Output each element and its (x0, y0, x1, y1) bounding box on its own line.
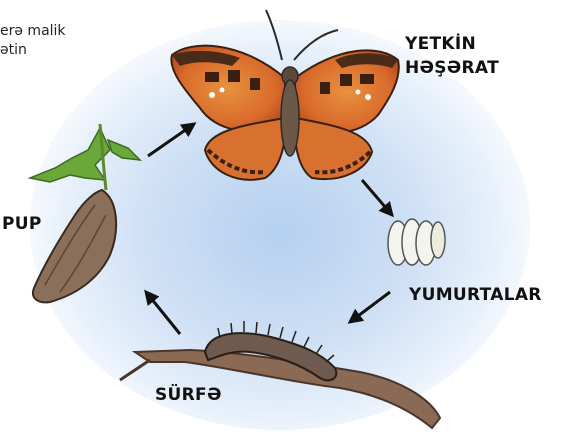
eggs-icon (388, 219, 445, 265)
pupa-icon (33, 190, 116, 302)
label-eggs: YUMURTALAR (409, 283, 542, 307)
arrow-eggs-to-larva (350, 292, 390, 322)
butterfly-icon (171, 10, 398, 180)
label-adult-line-1: YETKİN (405, 32, 499, 56)
arrow-pupa-to-adult (148, 124, 194, 156)
plant-icon (30, 124, 140, 190)
arrow-larva-to-pupa (146, 292, 180, 334)
arrow-adult-to-eggs (362, 180, 392, 215)
label-adult-line-2: HƏŞƏRAT (405, 56, 499, 80)
label-adult-insect: YETKİN HƏŞƏRAT (405, 32, 499, 80)
label-pupa: PUP (2, 212, 42, 236)
label-larva: SÜRFƏ (155, 383, 222, 407)
